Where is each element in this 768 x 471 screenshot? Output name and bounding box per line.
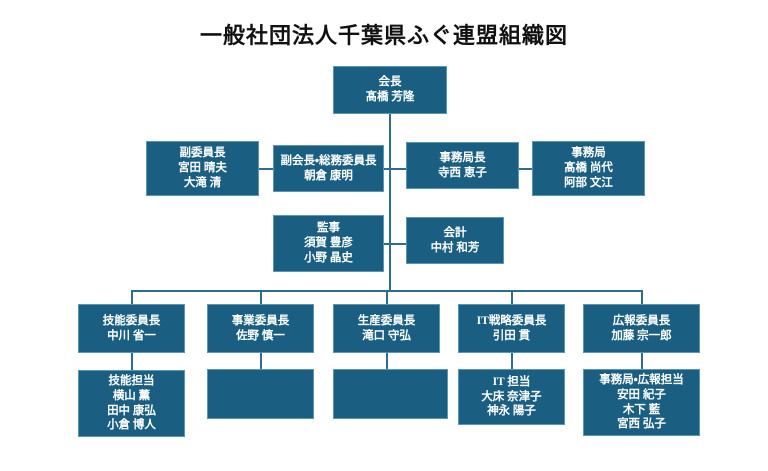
connector-spine-to-bus	[389, 264, 391, 290]
node-person-name: 安田 紀子	[617, 388, 666, 401]
node-person-name: 髙橋 芳隆	[365, 91, 415, 103]
node-skills-committee-chair[interactable]: 技能委員長中川 省一	[78, 304, 185, 353]
node-role-label: IT 担当	[492, 375, 531, 388]
node-secretariat-chief[interactable]: 事務局長寺西 恵子	[406, 142, 519, 189]
node-skills-staff[interactable]: 技能担当横山 薫田中 康弘小倉 博人	[78, 370, 185, 437]
node-production-staff[interactable]	[333, 369, 448, 419]
node-person-name: 寺西 恵子	[438, 166, 487, 179]
node-secretariat-pr-staff[interactable]: 事務局・広報担当安田 紀子木下 藍宮西 弘子	[583, 369, 700, 436]
node-role-label: 広報委員長	[612, 314, 671, 327]
node-person-name: 中村 和芳	[430, 241, 480, 254]
node-vice-chair-general-affairs[interactable]: 副会長・総務委員長朝倉 康明	[273, 145, 384, 192]
connector-production-child	[386, 353, 388, 369]
node-auditor[interactable]: 監事須賀 豊彦小野 晶史	[273, 215, 384, 272]
node-person-name: 木下 藍	[622, 403, 661, 416]
node-role-label: 技能担当	[108, 375, 155, 388]
node-person-name: 小倉 博人	[107, 419, 156, 432]
node-person-name: 中川 省一	[107, 329, 156, 342]
connector-skills-child	[131, 353, 133, 370]
node-person-name: 田中 康弘	[107, 404, 156, 417]
node-role-label: 会長	[378, 76, 402, 89]
node-person-name: 須賀 豊彦	[304, 237, 353, 250]
connector-drop-business	[260, 290, 262, 304]
connector-it-child	[511, 353, 513, 369]
connector-spine-row3	[389, 215, 391, 264]
page-title: 一般社団法人千葉県ふぐ連盟組織図	[199, 23, 568, 48]
node-role-label: 副会長・総務委員長	[280, 154, 377, 167]
node-vice-committee-chair[interactable]: 副委員長宮田 晴夫大滝 清	[146, 141, 259, 196]
node-role-label: 会計	[443, 226, 467, 239]
node-person-name: 引田 貫	[492, 329, 531, 342]
node-it-staff[interactable]: IT 担当大床 奈津子神永 陽子	[458, 369, 565, 425]
node-role-label: 事務局・広報担当	[599, 374, 684, 387]
connector-viceboard-to-spine	[384, 168, 390, 170]
node-production-committee-chair[interactable]: 生産委員長滝口 守弘	[333, 304, 440, 353]
node-it-strategy-committee-chair[interactable]: IT戦略委員長引田 貫	[458, 304, 565, 353]
node-accounting[interactable]: 会計中村 和芳	[406, 217, 504, 264]
connector-business-child	[260, 353, 262, 369]
node-person-name: 神永 陽子	[487, 405, 536, 418]
node-secretariat[interactable]: 事務局髙橋 尚代阿部 文江	[532, 141, 645, 196]
node-person-name: 朝倉 康明	[304, 169, 353, 182]
node-person-name: 大床 奈津子	[481, 390, 542, 403]
connector-spine-to-secchief	[389, 168, 406, 170]
node-role-label: 事務局	[571, 147, 606, 160]
connector-spine-to-accounting	[389, 243, 406, 245]
node-role-label: 生産委員長	[357, 314, 416, 327]
node-person-name: 小野 晶史	[304, 251, 353, 264]
connector-auditor-to-spine	[384, 243, 390, 245]
node-person-name: 加藤 宗一郎	[611, 329, 672, 342]
connector-drop-production	[386, 290, 388, 304]
connector-spine-mid	[389, 192, 391, 215]
node-person-name: 横山 薫	[112, 389, 151, 402]
node-person-name: 阿部 文江	[564, 176, 613, 189]
node-role-label: 事業委員長	[231, 314, 290, 327]
connector-vice-to-viceboard	[259, 168, 273, 170]
node-person-name: 髙橋 尚代	[564, 162, 613, 175]
node-role-label: IT戦略委員長	[476, 314, 547, 327]
node-role-label: 技能委員長	[102, 314, 161, 327]
node-chairman[interactable]: 会長髙橋 芳隆	[333, 66, 447, 114]
connector-drop-it	[511, 290, 513, 304]
connector-secchief-to-sec	[519, 168, 532, 170]
node-role-label: 事務局長	[439, 151, 486, 164]
node-business-committee-chair[interactable]: 事業委員長佐野 慎一	[207, 304, 314, 353]
node-role-label: 副委員長	[179, 147, 226, 160]
node-person-name: 佐野 慎一	[236, 329, 285, 342]
node-role-label: 監事	[317, 222, 340, 235]
node-person-name: 大滝 清	[183, 176, 222, 189]
connector-drop-pr	[641, 290, 643, 304]
connector-drop-skills	[131, 290, 133, 304]
node-business-staff[interactable]	[207, 369, 314, 419]
node-pr-committee-chair[interactable]: 広報委員長加藤 宗一郎	[583, 304, 700, 353]
connector-chairman-spine	[389, 114, 391, 145]
connector-pr-child	[641, 353, 643, 369]
node-person-name: 滝口 守弘	[362, 329, 411, 342]
node-person-name: 宮田 晴夫	[178, 162, 227, 175]
node-person-name: 宮西 弘子	[617, 418, 666, 431]
